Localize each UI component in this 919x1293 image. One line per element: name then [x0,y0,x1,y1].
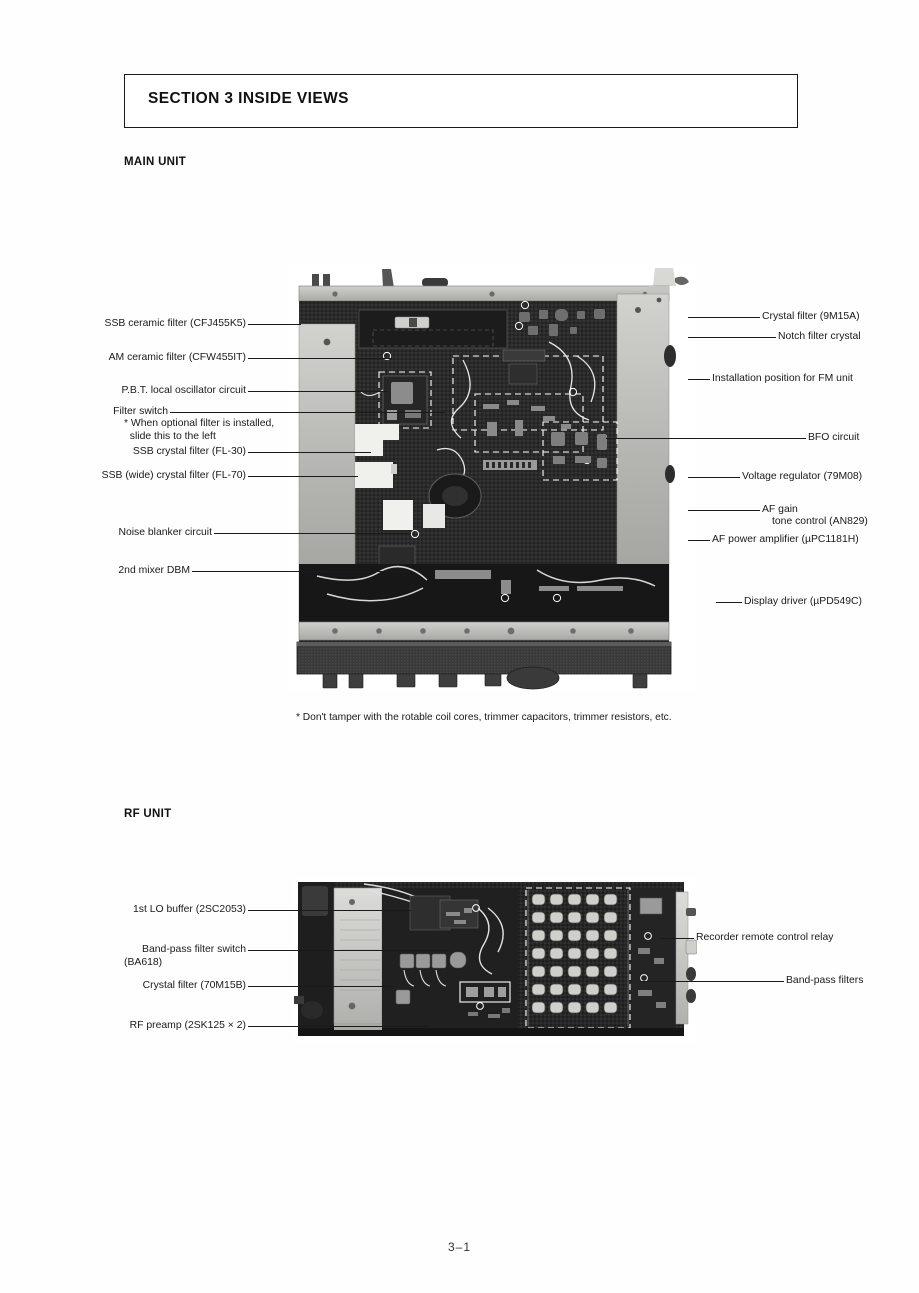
leader-voltage-regulator [688,477,740,478]
main-unit-photo [287,264,697,690]
label-band-pass-filters: Band-pass filters [786,975,864,986]
label-ssb-ceramic-filter: SSB ceramic filter (CFJ455K5) [104,318,246,329]
leader-ssb-wide-crystal-filter-fl70 [248,476,358,477]
leader-bfo-circuit [606,438,806,439]
leader-af-power-amplifier [688,540,710,541]
label-tone-control: tone control (AN829) [772,516,868,527]
label-af-gain: AF gain [762,504,798,515]
label-band-pass-filter-switch: Band-pass filter switch [142,944,246,955]
label-filter-switch-note-1: * When optional filter is installed, [124,418,275,429]
label-filter-switch-note-2: slide this to the left [124,431,216,442]
label-rf-preamp: RF preamp (2SK125 × 2) [129,1020,246,1031]
section-header-box [124,74,798,128]
label-pbt-local-oscillator: P.B.T. local oscillator circuit [121,385,246,396]
label-recorder-remote-control-relay: Recorder remote control relay [696,932,834,943]
leader-crystal-filter-70m15b [248,986,396,987]
label-filter-switch: Filter switch [113,406,168,417]
leader-ssb-crystal-filter-fl30 [248,452,371,453]
main-unit-footnote: * Don't tamper with the rotable coil cor… [296,712,672,723]
page-number: 3–1 [447,1240,472,1254]
leader-filter-switch [170,412,445,413]
rf-unit-heading: RF UNIT [124,808,172,820]
label-ssb-crystal-filter-fl30: SSB crystal filter (FL-30) [132,446,246,457]
page-title: SECTION 3 INSIDE VIEWS [148,90,349,107]
label-bfo-circuit: BFO circuit [808,432,860,443]
leader-1st-lo-buffer [248,910,411,911]
label-2nd-mixer-dbm: 2nd mixer DBM [118,565,190,576]
leader-2nd-mixer-dbm [192,571,410,572]
main-unit-heading: MAIN UNIT [124,156,187,168]
leader-noise-blanker-circuit [214,533,411,534]
label-ssb-wide-crystal-filter-fl70: SSB (wide) crystal filter (FL-70) [101,470,246,481]
leader-recorder-remote-control-relay [660,938,694,939]
label-fm-unit-position: Installation position for FM unit [712,373,853,384]
label-noise-blanker-circuit: Noise blanker circuit [118,527,212,538]
label-voltage-regulator: Voltage regulator (79M08) [742,471,863,482]
label-crystal-filter-70m15b: Crystal filter (70M15B) [142,980,246,991]
label-notch-filter-crystal: Notch filter crystal [778,331,861,342]
leader-rf-preamp [248,1026,428,1027]
leader-fm-unit-position [688,379,710,380]
leader-display-driver [716,602,742,603]
rf-unit-photo [292,878,697,1043]
leader-pbt-local-oscillator [248,391,388,392]
label-af-power-amplifier: AF power amplifier (µPC1181H) [712,534,859,545]
label-band-pass-filter-switch-part: (BA618) [124,957,163,968]
label-1st-lo-buffer: 1st LO buffer (2SC2053) [132,904,246,915]
leader-crystal-filter-9m15a [688,317,760,318]
leader-notch-filter-crystal [688,337,776,338]
leader-band-pass-filter-switch [248,950,449,951]
leader-af-gain-tone-control [688,510,760,511]
leader-band-pass-filters [640,981,784,982]
leader-am-ceramic-filter [248,358,392,359]
leader-ssb-ceramic-filter [248,324,301,325]
label-am-ceramic-filter: AM ceramic filter (CFW455IT) [108,352,246,363]
label-crystal-filter-9m15a: Crystal filter (9M15A) [762,311,860,322]
label-display-driver: Display driver (µPD549C) [744,596,863,607]
